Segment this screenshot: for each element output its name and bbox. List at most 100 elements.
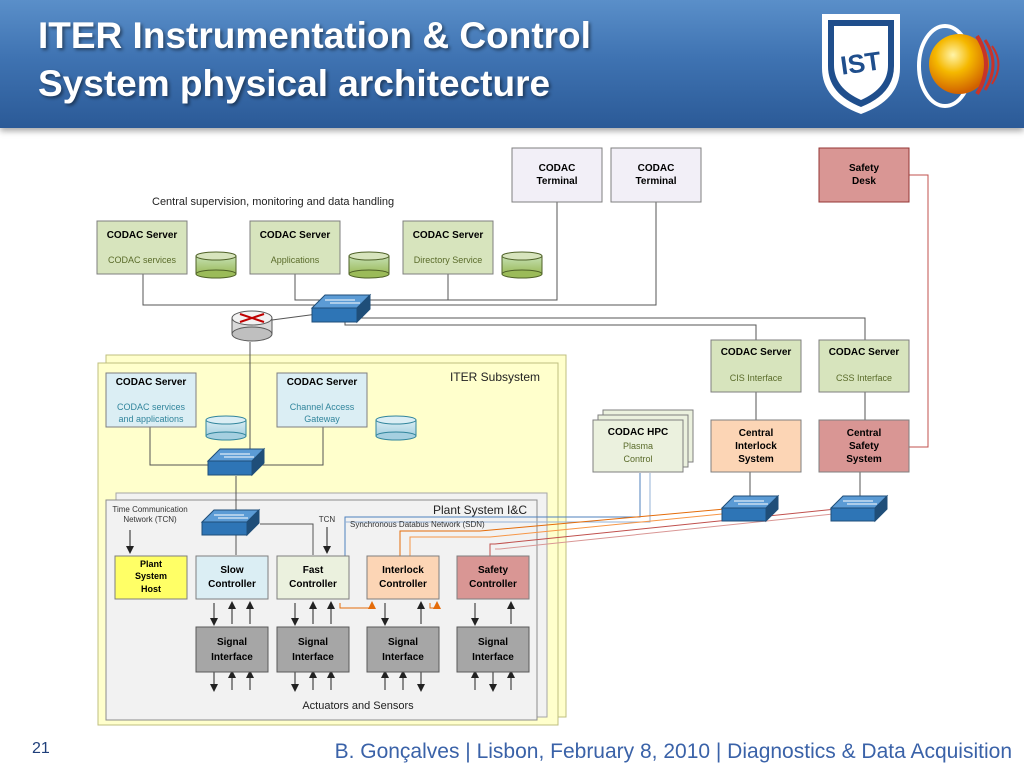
sub-server-1-title: CODAC Server — [116, 377, 187, 388]
cis-line2: Interlock — [735, 441, 777, 452]
title-line-2: System physical architecture — [38, 63, 551, 104]
safety-desk-line — [909, 174, 929, 448]
tcn-label-1: Time Communication — [112, 505, 187, 514]
hpc-line2: Control — [623, 454, 652, 464]
signal-3-line2: Interface — [382, 652, 424, 663]
safety-desk-line2: Desk — [852, 176, 876, 187]
database-icon — [195, 251, 237, 279]
title-line-1: ITER Instrumentation & Control — [38, 15, 591, 56]
top-server-3-title: CODAC Server — [413, 230, 484, 241]
signal-interface: Signal Interface — [366, 626, 440, 673]
slow-controller-line1: Slow — [220, 565, 244, 576]
safety-controller: Safety Controller — [456, 555, 530, 600]
top-server-3-sub: Directory Service — [414, 255, 483, 265]
terminal-1-line2: Terminal — [537, 176, 578, 187]
sdn-label: Synchronous Databus Network (SDN) — [350, 520, 485, 529]
safety-controller-line1: Safety — [478, 565, 508, 576]
interlock-controller-line1: Interlock — [382, 565, 424, 576]
ist-shield-logo: IST — [822, 14, 900, 114]
database-icon — [375, 415, 417, 441]
css-server-title: CODAC Server — [829, 347, 900, 358]
css-line3: System — [846, 454, 882, 465]
css-line1: Central — [847, 428, 882, 439]
signal-4-line2: Interface — [472, 652, 514, 663]
footer-text: B. Gonçalves | Lisbon, February 8, 2010 … — [334, 740, 1012, 763]
codac-hpc: CODAC HPC Plasma Control — [592, 409, 694, 473]
cis-server-title: CODAC Server — [721, 347, 792, 358]
sub-server-1-line2: and applications — [118, 414, 184, 424]
signal-2-line1: Signal — [298, 637, 328, 648]
interlock-link — [339, 601, 441, 609]
fast-controller-line2: Controller — [289, 579, 337, 590]
tcn-short-label: TCN — [319, 515, 336, 524]
top-server-1-title: CODAC Server — [107, 230, 178, 241]
safety-desk — [818, 147, 910, 203]
plant-system-label: Plant System I&C — [433, 503, 527, 517]
css-server-sub: CSS Interface — [836, 373, 892, 383]
sub-server-2-title: CODAC Server — [287, 377, 358, 388]
codac-terminal-1 — [511, 147, 603, 203]
signal-1-line1: Signal — [217, 637, 247, 648]
codac-terminal-2 — [610, 147, 702, 203]
ist-logo-text: IST — [839, 45, 883, 80]
cis-server-sub: CIS Interface — [730, 373, 783, 383]
slow-controller-line2: Controller — [208, 579, 256, 590]
subsystem-server-gateway: CODAC Server Channel Access Gateway — [276, 372, 368, 428]
signal-4-line1: Signal — [478, 637, 508, 648]
interlock-controller: Interlock Controller — [366, 555, 440, 600]
signal-interface: Signal Interface — [276, 626, 350, 673]
plant-host-line1: Plant — [140, 559, 162, 569]
hpc-title: CODAC HPC — [608, 427, 669, 438]
plant-host-line2: System — [135, 571, 167, 581]
interlock-controller-line2: Controller — [379, 579, 427, 590]
network-switch-icon — [206, 447, 266, 477]
top-server-2: CODAC Server Applications — [249, 220, 341, 275]
plant-host-line3: Host — [141, 584, 161, 594]
central-supervision-label: Central supervision, monitoring and data… — [152, 196, 394, 208]
top-server-2-title: CODAC Server — [260, 230, 331, 241]
subsystem-server-services: CODAC Server CODAC services and applicat… — [105, 372, 197, 428]
sub-server-2-line1: Channel Access — [290, 402, 355, 412]
terminal-2-line2: Terminal — [636, 176, 677, 187]
interlock-safety-lines — [399, 507, 853, 556]
signal-1-line2: Interface — [211, 652, 253, 663]
css-line2: Safety — [849, 441, 879, 452]
cis-line1: Central — [739, 428, 774, 439]
network-switch-icon — [310, 293, 372, 324]
network-switch-icon — [720, 494, 780, 523]
fast-controller: Fast Controller — [276, 555, 350, 600]
page-number: 21 — [32, 740, 50, 757]
right-server-cis: CODAC Server CIS Interface — [710, 339, 802, 393]
top-server-2-sub: Applications — [271, 255, 320, 265]
tcn-label-2: Network (TCN) — [123, 515, 177, 524]
top-server-1-sub: CODAC services — [108, 255, 177, 265]
database-icon — [205, 415, 247, 441]
signal-3-line1: Signal — [388, 637, 418, 648]
central-interlock-system: Central Interlock System — [710, 419, 802, 473]
iter-subsystem-label: ITER Subsystem — [450, 370, 540, 384]
safety-desk-line1: Safety — [849, 163, 879, 174]
signal-interface: Signal Interface — [195, 626, 269, 673]
actuators-sensors-label: Actuators and Sensors — [302, 700, 414, 712]
terminal-1-line1: CODAC — [539, 163, 576, 174]
signal-interface: Signal Interface — [456, 626, 530, 673]
database-icon — [501, 251, 543, 279]
right-server-css: CODAC Server CSS Interface — [818, 339, 910, 393]
fast-controller-line1: Fast — [303, 565, 324, 576]
top-server-1: CODAC Server CODAC services — [96, 220, 188, 275]
database-icon — [348, 251, 390, 279]
hpc-line1: Plasma — [623, 441, 653, 451]
network-lines — [142, 202, 866, 555]
signal-2-line2: Interface — [292, 652, 334, 663]
title-bar: ITER Instrumentation & Control System ph… — [0, 0, 1024, 128]
sub-server-1-line1: CODAC services — [117, 402, 186, 412]
tcn-arrows — [126, 527, 331, 554]
plant-system-host: Plant System Host — [114, 555, 188, 600]
network-switch-icon — [829, 494, 889, 523]
sdn-lines — [344, 473, 651, 556]
terminal-2-line1: CODAC — [638, 163, 675, 174]
safety-controller-line2: Controller — [469, 579, 517, 590]
sub-server-2-line2: Gateway — [304, 414, 340, 424]
cis-line3: System — [738, 454, 774, 465]
